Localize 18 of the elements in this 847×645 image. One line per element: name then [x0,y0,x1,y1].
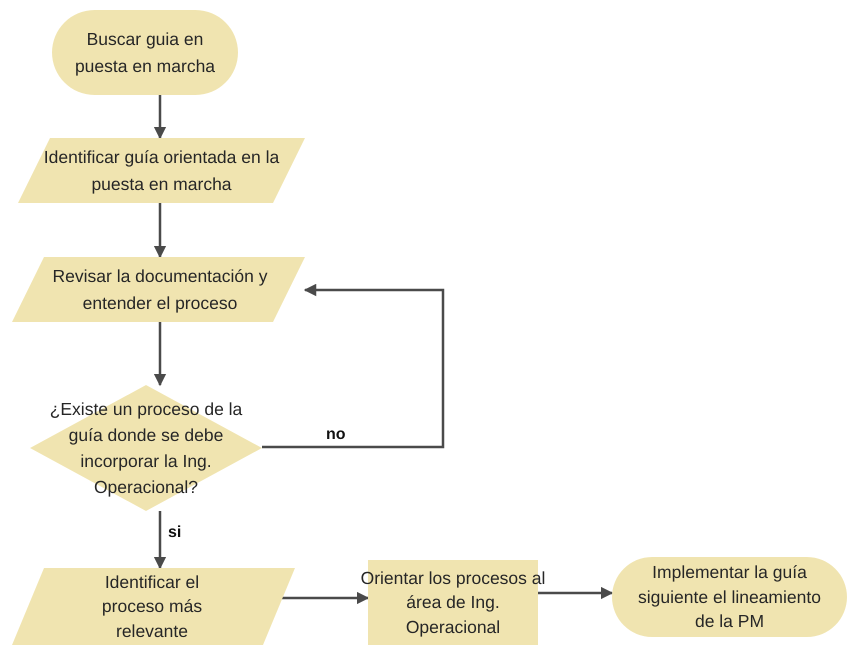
input-output-parallelogram [12,568,295,645]
input-output-parallelogram [12,257,305,322]
step-text: Orientar los procesos al área de Ing. Operacional [360,566,546,639]
arrow [154,511,166,570]
arrow [154,322,166,386]
step-text: Implementar la guía siguiente el lineamiento de la PM [637,561,822,634]
step-text: Identificar el proceso más relevante [100,570,204,643]
arrow [154,95,166,140]
arrow [281,592,370,604]
input-output-parallelogram [18,138,305,203]
arrow [538,586,614,600]
step-text: Revisar la documentación y entender el proceso [52,265,268,315]
arrow [262,284,444,448]
step-text: Identificar guía orientada en la puesta en marcha [42,146,280,196]
step-text: Buscar guia en puesta en marcha [74,28,216,78]
terminal-shape [612,557,847,637]
arrow [154,203,166,258]
step-text: ¿Existe un proceso de la guía donde se debe incorporar la Ing. Operacional? [48,398,244,500]
